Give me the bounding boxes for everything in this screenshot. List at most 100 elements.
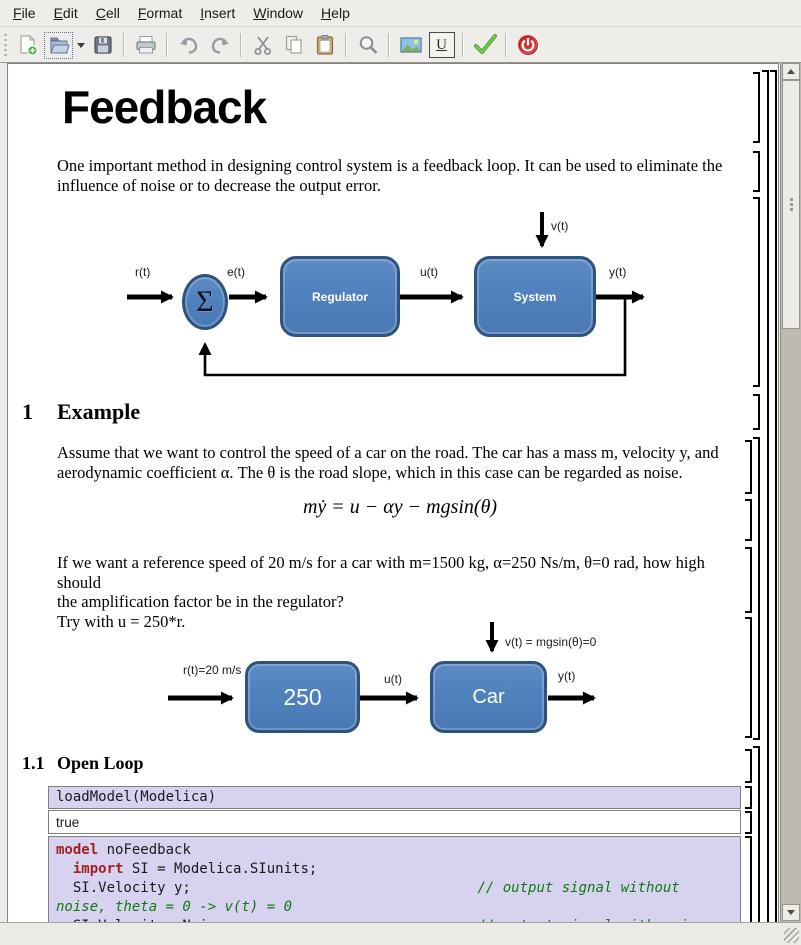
scroll-up-icon bbox=[787, 69, 795, 74]
cell-bracket[interactable] bbox=[745, 786, 752, 809]
signal-label-r: r(t) bbox=[135, 265, 151, 279]
search-button[interactable] bbox=[352, 31, 383, 60]
underline-button[interactable]: U bbox=[426, 31, 457, 60]
input-cell-model[interactable]: model noFeedback import SI = Modelica.SI… bbox=[48, 836, 741, 934]
cell-bracket[interactable] bbox=[745, 440, 752, 494]
print-button[interactable] bbox=[130, 31, 161, 60]
open-notebook-icon bbox=[49, 37, 70, 54]
redo-icon bbox=[211, 37, 229, 54]
copy-button[interactable] bbox=[278, 31, 309, 60]
stop-power-icon bbox=[517, 34, 538, 55]
sum-symbol: Σ bbox=[196, 285, 214, 318]
cell-bracket[interactable] bbox=[753, 197, 760, 387]
toolbar-separator bbox=[388, 33, 390, 57]
gain-label: 250 bbox=[283, 683, 322, 710]
menu-cell[interactable]: Cell bbox=[95, 5, 120, 21]
cell-bracket[interactable] bbox=[770, 70, 777, 922]
cell-bracket[interactable] bbox=[745, 811, 752, 834]
paste-icon bbox=[316, 35, 333, 55]
menu-insert[interactable]: Insert bbox=[200, 5, 236, 21]
system-block: System bbox=[474, 256, 596, 337]
car-label: Car bbox=[472, 685, 505, 708]
scrollbar-thumb[interactable] bbox=[782, 80, 800, 329]
toolbar-separator bbox=[345, 33, 347, 57]
sum-junction: Σ bbox=[182, 274, 228, 330]
image-icon bbox=[399, 37, 422, 53]
cell-bracket[interactable] bbox=[745, 749, 752, 783]
evaluate-check-icon bbox=[473, 34, 497, 54]
cell-bracket[interactable] bbox=[745, 499, 752, 541]
menu-help[interactable]: Help bbox=[321, 5, 350, 21]
section1-title: Example bbox=[57, 399, 141, 424]
redo-button[interactable] bbox=[204, 31, 235, 60]
cell-bracket[interactable] bbox=[753, 746, 760, 922]
cell-bracket[interactable] bbox=[753, 151, 760, 192]
cell-bracket[interactable] bbox=[753, 437, 760, 740]
toolbar-separator bbox=[505, 33, 507, 57]
regulator-block: Regulator bbox=[280, 256, 400, 337]
cell-bracket[interactable] bbox=[745, 836, 752, 922]
new-notebook-icon bbox=[19, 34, 38, 56]
cut-button[interactable] bbox=[247, 31, 278, 60]
regulator-label: Regulator bbox=[311, 289, 368, 304]
page-title: Feedback bbox=[62, 81, 267, 133]
open-dropdown-icon bbox=[76, 42, 85, 48]
undo-button[interactable] bbox=[173, 31, 204, 60]
search-icon bbox=[359, 36, 377, 54]
gain-block: 250 bbox=[245, 661, 360, 733]
menu-file[interactable]: File bbox=[13, 5, 36, 21]
output-cell-true[interactable]: true bbox=[48, 810, 741, 834]
menu-bar: File Edit Cell Format Insert Window Help bbox=[0, 0, 801, 27]
signal-label-r2: r(t)=20 m/s bbox=[183, 663, 242, 677]
open-dropdown-button[interactable] bbox=[74, 31, 87, 60]
menu-format[interactable]: Format bbox=[137, 5, 183, 21]
window-resize-grip[interactable] bbox=[784, 928, 799, 943]
new-notebook-button[interactable] bbox=[12, 31, 43, 60]
section1-number: 1 bbox=[22, 399, 33, 424]
undo-icon bbox=[179, 37, 197, 54]
input-cell-loadmodel[interactable]: loadModel(Modelica) bbox=[48, 786, 741, 809]
toolbar-separator bbox=[240, 33, 242, 57]
cut-icon bbox=[254, 36, 271, 55]
section2-number: 1.1 bbox=[22, 753, 45, 773]
evaluate-button[interactable] bbox=[469, 31, 500, 60]
cell-bracket[interactable] bbox=[753, 394, 760, 430]
scroll-up-button[interactable] bbox=[782, 63, 800, 80]
input-cell-text: loadModel(Modelica) bbox=[56, 789, 217, 805]
toolbar-separator bbox=[123, 33, 125, 57]
save-button[interactable] bbox=[87, 31, 118, 60]
notebook-document bbox=[7, 63, 779, 923]
print-icon bbox=[135, 36, 156, 54]
toolbar: U bbox=[0, 28, 801, 63]
assume-paragraph: Assume that we want to control the speed… bbox=[57, 443, 719, 482]
menu-edit[interactable]: Edit bbox=[53, 5, 78, 21]
system-label: System bbox=[513, 289, 557, 304]
signal-label-e: e(t) bbox=[227, 265, 245, 279]
paste-button[interactable] bbox=[309, 31, 340, 60]
underline-icon: U bbox=[428, 32, 455, 58]
save-icon bbox=[93, 36, 112, 54]
toolbar-drag-handle[interactable] bbox=[3, 34, 8, 56]
cell-bracket[interactable] bbox=[753, 72, 760, 143]
section2-title: Open Loop bbox=[57, 753, 144, 773]
insert-image-button[interactable] bbox=[395, 31, 426, 60]
vertical-scrollbar[interactable] bbox=[780, 63, 801, 923]
scrollbar-grip bbox=[790, 198, 793, 201]
signal-label-u2: u(t) bbox=[384, 672, 402, 686]
signal-label-y: y(t) bbox=[609, 265, 627, 279]
cell-bracket[interactable] bbox=[745, 617, 752, 738]
cell-bracket[interactable] bbox=[762, 70, 769, 922]
status-bar bbox=[0, 922, 801, 945]
scroll-down-icon bbox=[787, 910, 795, 915]
intro-paragraph: One important method in designing contro… bbox=[57, 156, 723, 195]
open-notebook-button[interactable] bbox=[43, 31, 74, 60]
scroll-down-button[interactable] bbox=[782, 904, 800, 921]
toolbar-separator bbox=[462, 33, 464, 57]
signal-label-y2: y(t) bbox=[558, 669, 576, 683]
signal-label-v2: v(t) = mgsin(θ)=0 bbox=[505, 635, 597, 649]
cell-bracket[interactable] bbox=[745, 547, 752, 613]
menu-window[interactable]: Window bbox=[253, 5, 304, 21]
copy-icon bbox=[285, 35, 302, 54]
stop-button[interactable] bbox=[512, 31, 543, 60]
